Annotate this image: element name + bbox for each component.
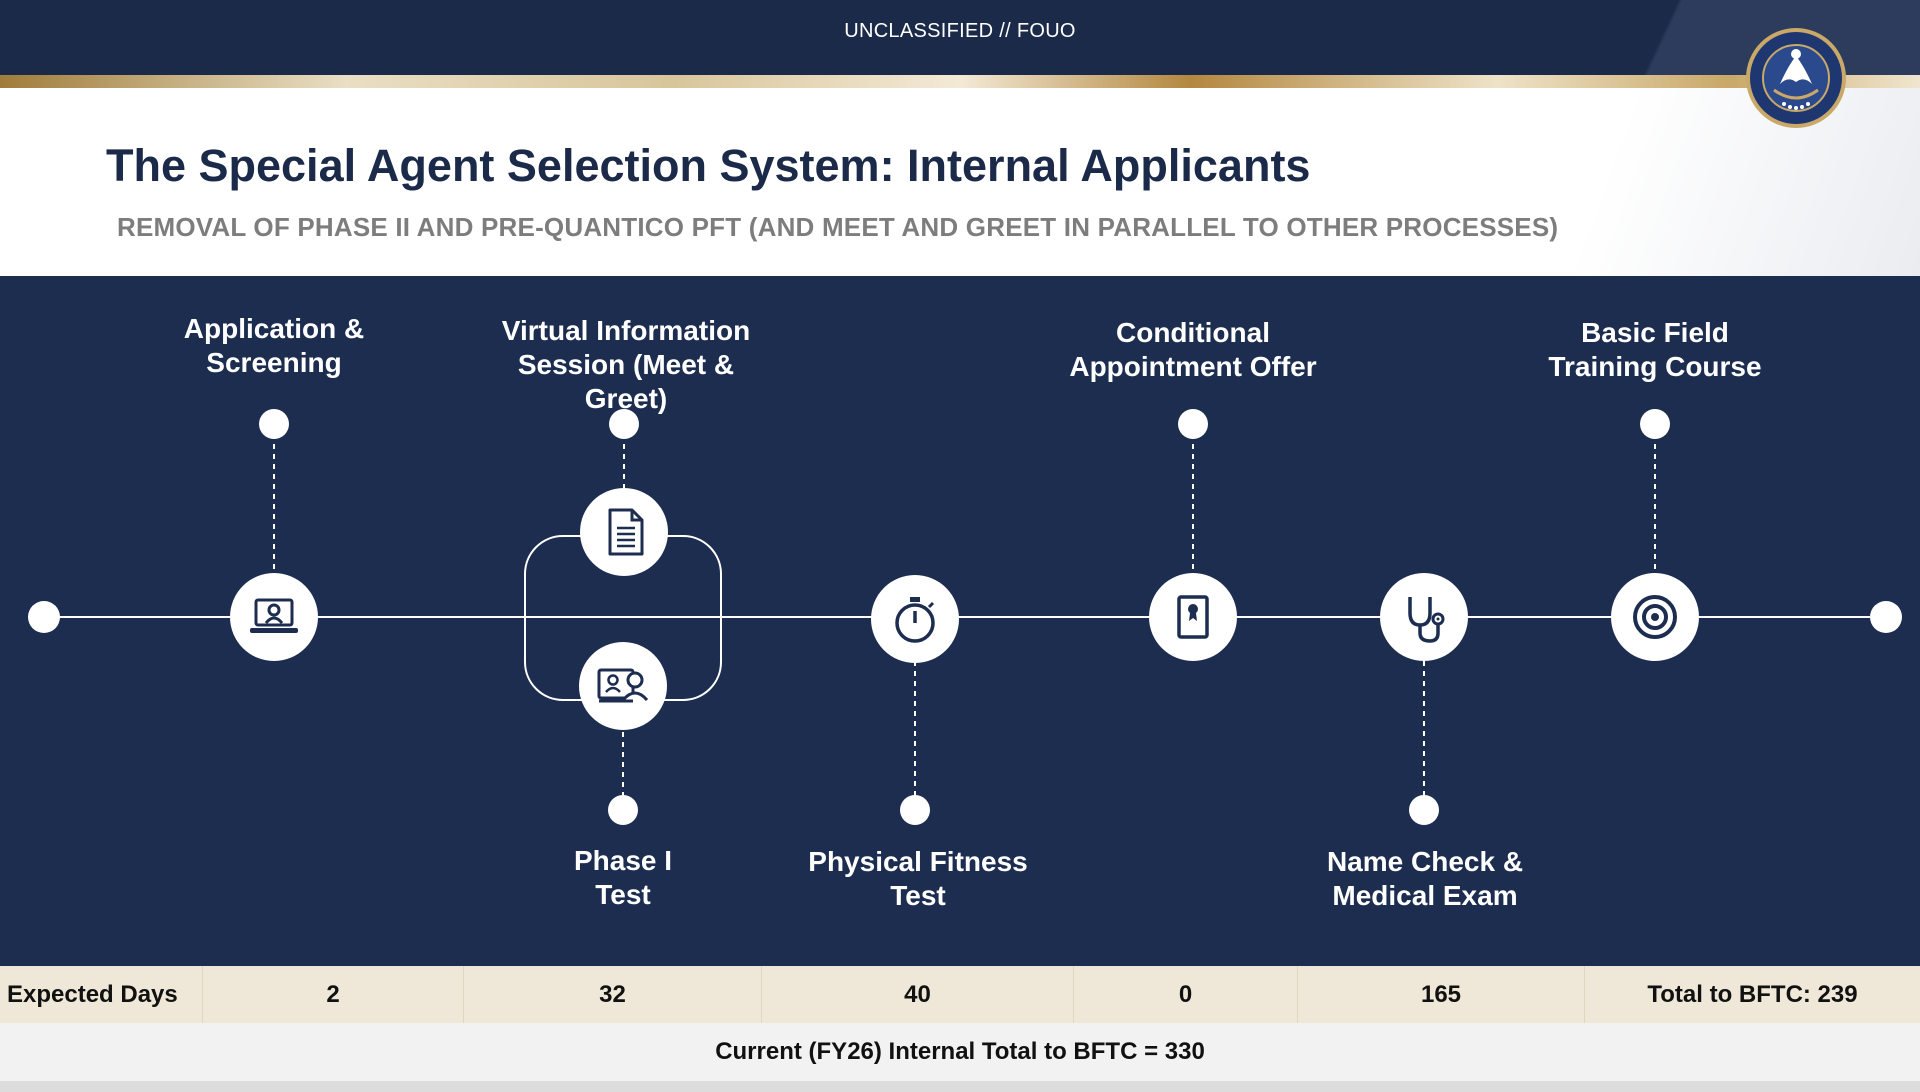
classification-banner: UNCLASSIFIED // FOUO <box>844 20 1076 42</box>
expected-days-row: Expected Days 2 32 40 0 165 Total to BFT… <box>0 966 1920 1023</box>
step-label-pft: Physical Fitness Test <box>808 846 1028 911</box>
current-total-footer: Current (FY26) Internal Total to BFTC = … <box>0 1023 1920 1081</box>
certificate-icon <box>1149 573 1237 661</box>
days-cell: 0 <box>1074 966 1298 1023</box>
timeline-panel: Application & Screening Virtual Informat… <box>0 276 1920 966</box>
step-dot-virtual-session <box>609 409 639 439</box>
row-label: Expected Days <box>0 966 203 1023</box>
target-icon <box>1611 573 1699 661</box>
step-label-bftc: Basic Field Training Course <box>1548 317 1762 382</box>
total-cell: Total to BFTC: 239 <box>1647 980 1858 1008</box>
video-meeting-icon <box>579 642 667 730</box>
step-label-application: Application & Screening <box>183 313 365 378</box>
step-label-conditional-offer: Conditional Appointment Offer <box>1069 317 1317 382</box>
top-bar-accent <box>1560 0 1920 75</box>
slide-header: The Special Agent Selection System: Inte… <box>0 88 1920 276</box>
slide-subtitle: REMOVAL OF PHASE II AND PRE-QUANTICO PFT… <box>117 212 1559 242</box>
step-label-virtual-session: Virtual Information Session (Meet & Gree… <box>501 315 751 414</box>
stopwatch-icon <box>871 575 959 663</box>
days-cell: 165 <box>1298 966 1585 1023</box>
top-bar: UNCLASSIFIED // FOUO <box>0 0 1920 75</box>
step-label-phase1: Phase I Test <box>573 845 673 910</box>
slide-title: The Special Agent Selection System: Inte… <box>106 140 1311 191</box>
bottom-strip <box>0 1081 1920 1092</box>
stethoscope-icon <box>1380 573 1468 661</box>
days-cell: 32 <box>464 966 762 1023</box>
laptop-user-icon <box>230 573 318 661</box>
gold-divider <box>0 75 1920 88</box>
header-shade <box>1400 88 1920 276</box>
document-icon <box>580 488 668 576</box>
hr-division-seal-icon <box>1744 26 1848 130</box>
step-label-medical: Name Check & Medical Exam <box>1326 846 1524 911</box>
days-cell: 40 <box>762 966 1074 1023</box>
days-cell: 2 <box>203 966 464 1023</box>
